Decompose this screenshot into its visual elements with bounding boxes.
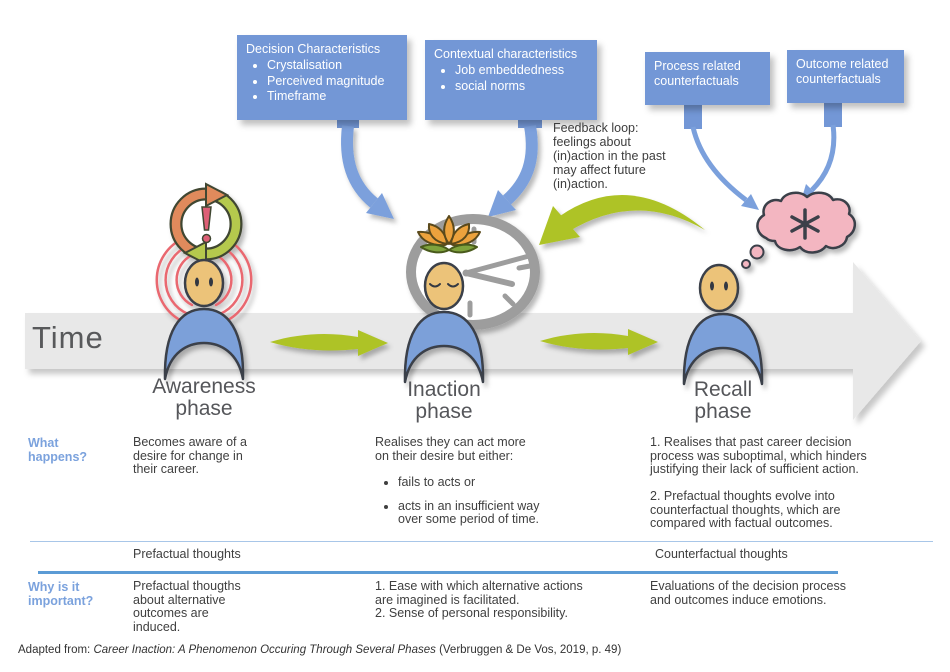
list-item: fails to acts or: [398, 475, 605, 490]
citation-prefix: Adapted from:: [18, 644, 94, 656]
thought-bubble-icon: [741, 191, 856, 269]
time-axis-label: Time: [32, 320, 104, 355]
person-body: [163, 307, 245, 381]
awareness-figure: [155, 182, 253, 381]
list-item: acts in an insufficient way over some pe…: [398, 499, 605, 527]
recall-phase-label: Recall phase: [693, 378, 753, 424]
why-important-recall-cell: Evaluations of the decision process and …: [650, 579, 846, 607]
awareness-phase-label: Awareness phase: [152, 375, 256, 421]
citation-suffix: (Verbruggen & De Vos, 2019, p. 49): [435, 644, 622, 656]
closed-eyes: [429, 283, 459, 288]
list-item: Timeframe: [267, 89, 398, 104]
process-arrow: [690, 126, 759, 210]
list-item: Job embeddedness: [455, 63, 588, 78]
forward-arrow-1: [270, 330, 388, 356]
person-body: [403, 310, 485, 384]
why-important-inaction-cell: 1. Ease with which alternative actions a…: [375, 579, 583, 620]
list-item: social norms: [455, 79, 588, 94]
citation: Adapted from: Career Inaction: A Phenome…: [18, 644, 621, 656]
contextual-characteristics-list: Job embeddedness social norms: [434, 63, 588, 94]
prefactual-thoughts-label: Prefactual thoughts: [133, 547, 241, 561]
person-head: [698, 263, 740, 313]
decision-characteristics-list: Crystalisation Perceived magnitude Timef…: [246, 58, 398, 104]
outcome-counterfactuals-box: Outcome related counterfactuals: [787, 50, 904, 103]
contextual-arrow: [488, 124, 538, 217]
person-eyes: [710, 281, 728, 291]
lotus-icon: [417, 215, 481, 254]
decision-arrow: [341, 125, 394, 219]
forward-arrow-2: [540, 329, 658, 355]
citation-title: Career Inaction: A Phenomenon Occuring T…: [93, 644, 436, 656]
person-head: [423, 261, 465, 311]
recall-figure: [682, 191, 856, 386]
decision-characteristics-title: Decision Characteristics: [246, 42, 381, 56]
inaction-phase-label: Inaction phase: [407, 378, 481, 424]
feedback-loop-note: Feedback loop: feelings about (in)action…: [553, 121, 666, 191]
inaction-figure: [403, 214, 540, 384]
why-important-label: Why is it important?: [28, 580, 94, 609]
counterfactual-thoughts-label: Counterfactual thoughts: [655, 547, 788, 561]
feedback-arrow: [539, 195, 705, 245]
list-item: Perceived magnitude: [267, 74, 398, 89]
inaction-cell-intro: Realises they can act more on their desi…: [375, 435, 526, 463]
contextual-characteristics-title: Contextual characteristics: [434, 47, 578, 61]
decision-characteristics-box: Decision Characteristics Crystalisation …: [237, 35, 407, 120]
inaction-cell-bullets: fails to acts or acts in an insufficient…: [375, 475, 605, 527]
why-important-awareness-cell: Prefactual thougths about alternative ou…: [133, 579, 241, 634]
sound-waves-icon: [155, 236, 253, 324]
what-happens-inaction-cell: Realises they can act more on their desi…: [375, 435, 605, 537]
person-head: [183, 258, 225, 308]
person-eyes: [195, 277, 213, 287]
what-happens-awareness-cell: Becomes aware of a desire for change in …: [133, 435, 247, 476]
person-body: [682, 312, 764, 386]
list-item: Crystalisation: [267, 58, 398, 73]
alert-cycle-icon: [169, 182, 243, 266]
divider-line: [30, 541, 933, 542]
divider-line: [38, 571, 838, 574]
asterisk-icon: [790, 208, 820, 240]
process-counterfactuals-box: Process related counterfactuals: [645, 52, 770, 105]
what-happens-label: What happens?: [28, 436, 88, 465]
what-happens-recall-cell: 1. Realises that past career decision pr…: [650, 435, 867, 530]
outcome-arrow: [801, 124, 837, 201]
contextual-characteristics-box: Contextual characteristics Job embeddedn…: [425, 40, 597, 120]
